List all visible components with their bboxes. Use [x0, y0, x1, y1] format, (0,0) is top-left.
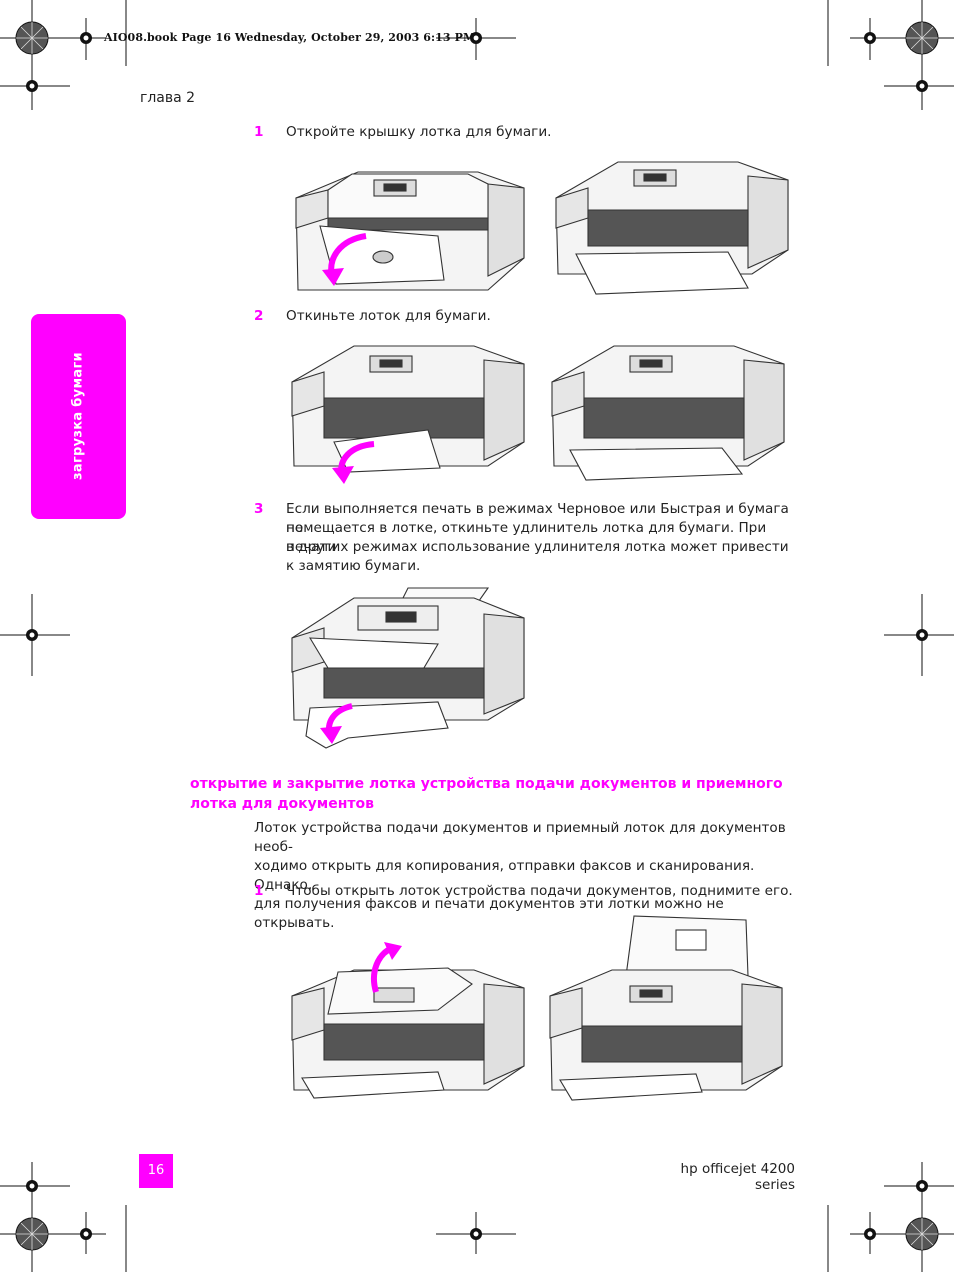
printer-tray-open-icon [551, 345, 785, 481]
page-number: 16 [139, 1154, 173, 1188]
paragraph-line: для получения факсов и печати документов… [254, 896, 724, 931]
paragraph-line: Лоток устройства подачи документов и при… [254, 820, 786, 855]
step-2: 2 Откиньте лоток для бумаги. [254, 307, 794, 327]
printer-cover-open-icon [555, 161, 789, 295]
paragraph-line: ходимо открыть для копирования, отправки… [254, 858, 755, 893]
printer-cover-closed-icon [295, 171, 525, 291]
chapter-label: глава 2 [140, 90, 196, 106]
step-text-line: к замятию бумаги. [286, 558, 421, 574]
section-title-line: лотка для документов [190, 795, 374, 812]
step-number: 2 [254, 308, 264, 324]
step-1: 1 Откройте крышку лотка для бумаги. [254, 123, 794, 143]
step-text: Откиньте лоток для бумаги. [286, 308, 491, 324]
step-number: 1 [254, 883, 264, 899]
step-number: 1 [254, 124, 264, 140]
side-tab: загрузка бумаги [31, 314, 126, 519]
step-text-line: помещается в лотке, откиньте удлинитель … [286, 520, 767, 555]
step-text-line: в других режимах использование удлинител… [286, 539, 789, 555]
footer-title: hp officejet 4200 series [680, 1161, 795, 1193]
section-title: открытие и закрытие лотка устройства под… [190, 775, 790, 814]
section-step-1: 1 Чтобы открыть лоток устройства подачи … [254, 882, 794, 902]
section-paragraph: Лоток устройства подачи документов и при… [254, 819, 799, 933]
step-text: Чтобы открыть лоток устройства подачи до… [286, 883, 793, 899]
side-tab-label: загрузка бумаги [70, 352, 86, 480]
printer-tray-folding-icon [291, 345, 525, 484]
printer-tray-extender-icon [291, 587, 525, 749]
section-title-line: открытие и закрытие лотка устройства под… [190, 776, 783, 792]
step-text-line: Если выполняется печать в режимах Чернов… [286, 501, 789, 536]
book-header: AIO08.book Page 16 Wednesday, October 29… [104, 31, 476, 44]
step-number: 3 [254, 501, 264, 517]
step-3: 3 Если выполняется печать в режимах Черн… [254, 500, 794, 576]
printer-document-feeder-open-icon [549, 915, 783, 1101]
step-text: Откройте крышку лотка для бумаги. [286, 124, 552, 140]
printer-document-feeder-lift-icon [291, 942, 525, 1099]
